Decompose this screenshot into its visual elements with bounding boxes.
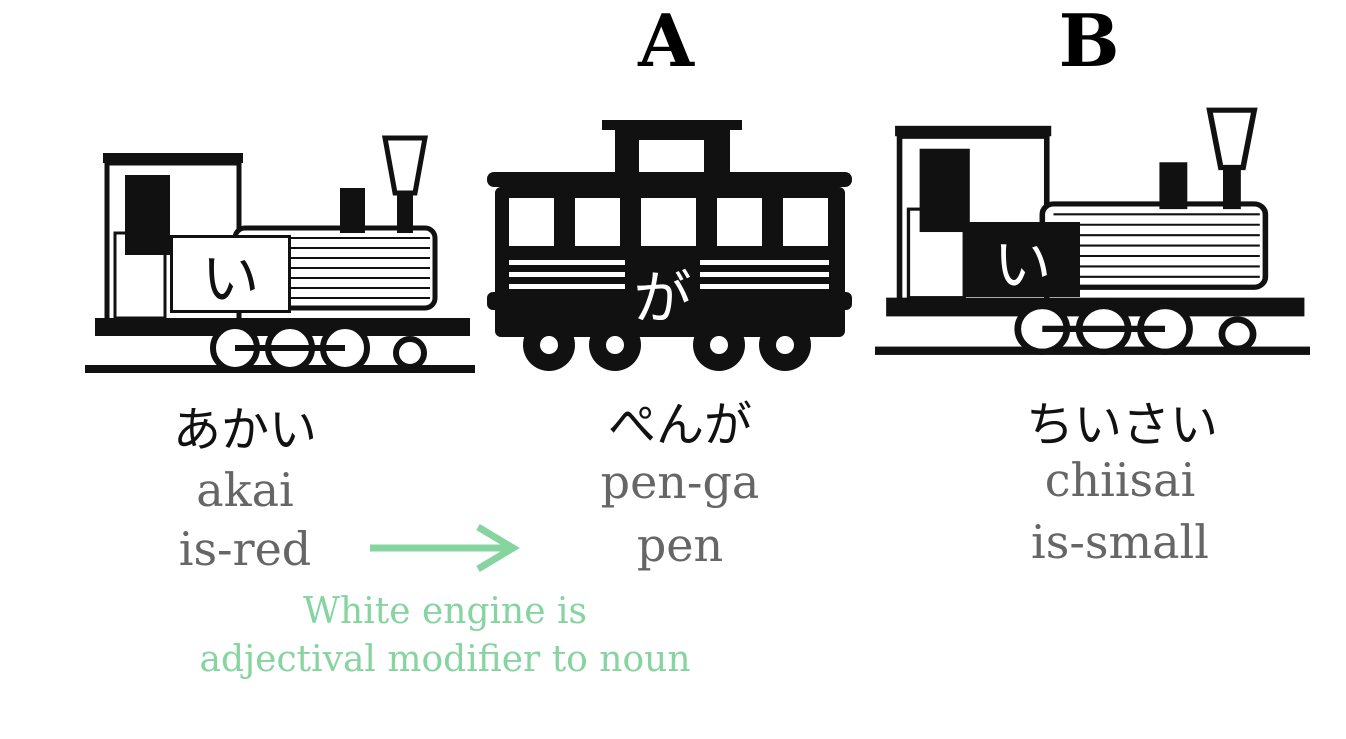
caboose-sign: が [625, 255, 700, 332]
kana-penga: ぺんが [607, 397, 753, 453]
explanation-note: White engine is adjectival modifier to n… [199, 588, 690, 684]
engine-sign-black: い [965, 222, 1080, 299]
gloss-pen: pen [636, 518, 724, 572]
kana-chiisai: ちいさい [1025, 397, 1219, 453]
note-line-1: White engine is [303, 591, 587, 632]
kana-akai: あかい [172, 402, 318, 458]
romaji-chiisai: chiisai [1044, 453, 1196, 507]
black-engine-locomotive [875, 105, 1310, 357]
gloss-is-small: is-small [1031, 515, 1209, 569]
engine-sign-white: い [170, 235, 291, 313]
label-a: A [638, 0, 696, 83]
caboose-car [487, 120, 852, 371]
note-line-2: adjectival modifier to noun [199, 639, 691, 680]
gloss-is-red: is-red [178, 522, 312, 576]
right-arrow-icon [370, 523, 520, 572]
romaji-pen-ga: pen-ga [600, 455, 760, 509]
label-b: B [1058, 0, 1122, 83]
romaji-akai: akai [196, 463, 294, 517]
